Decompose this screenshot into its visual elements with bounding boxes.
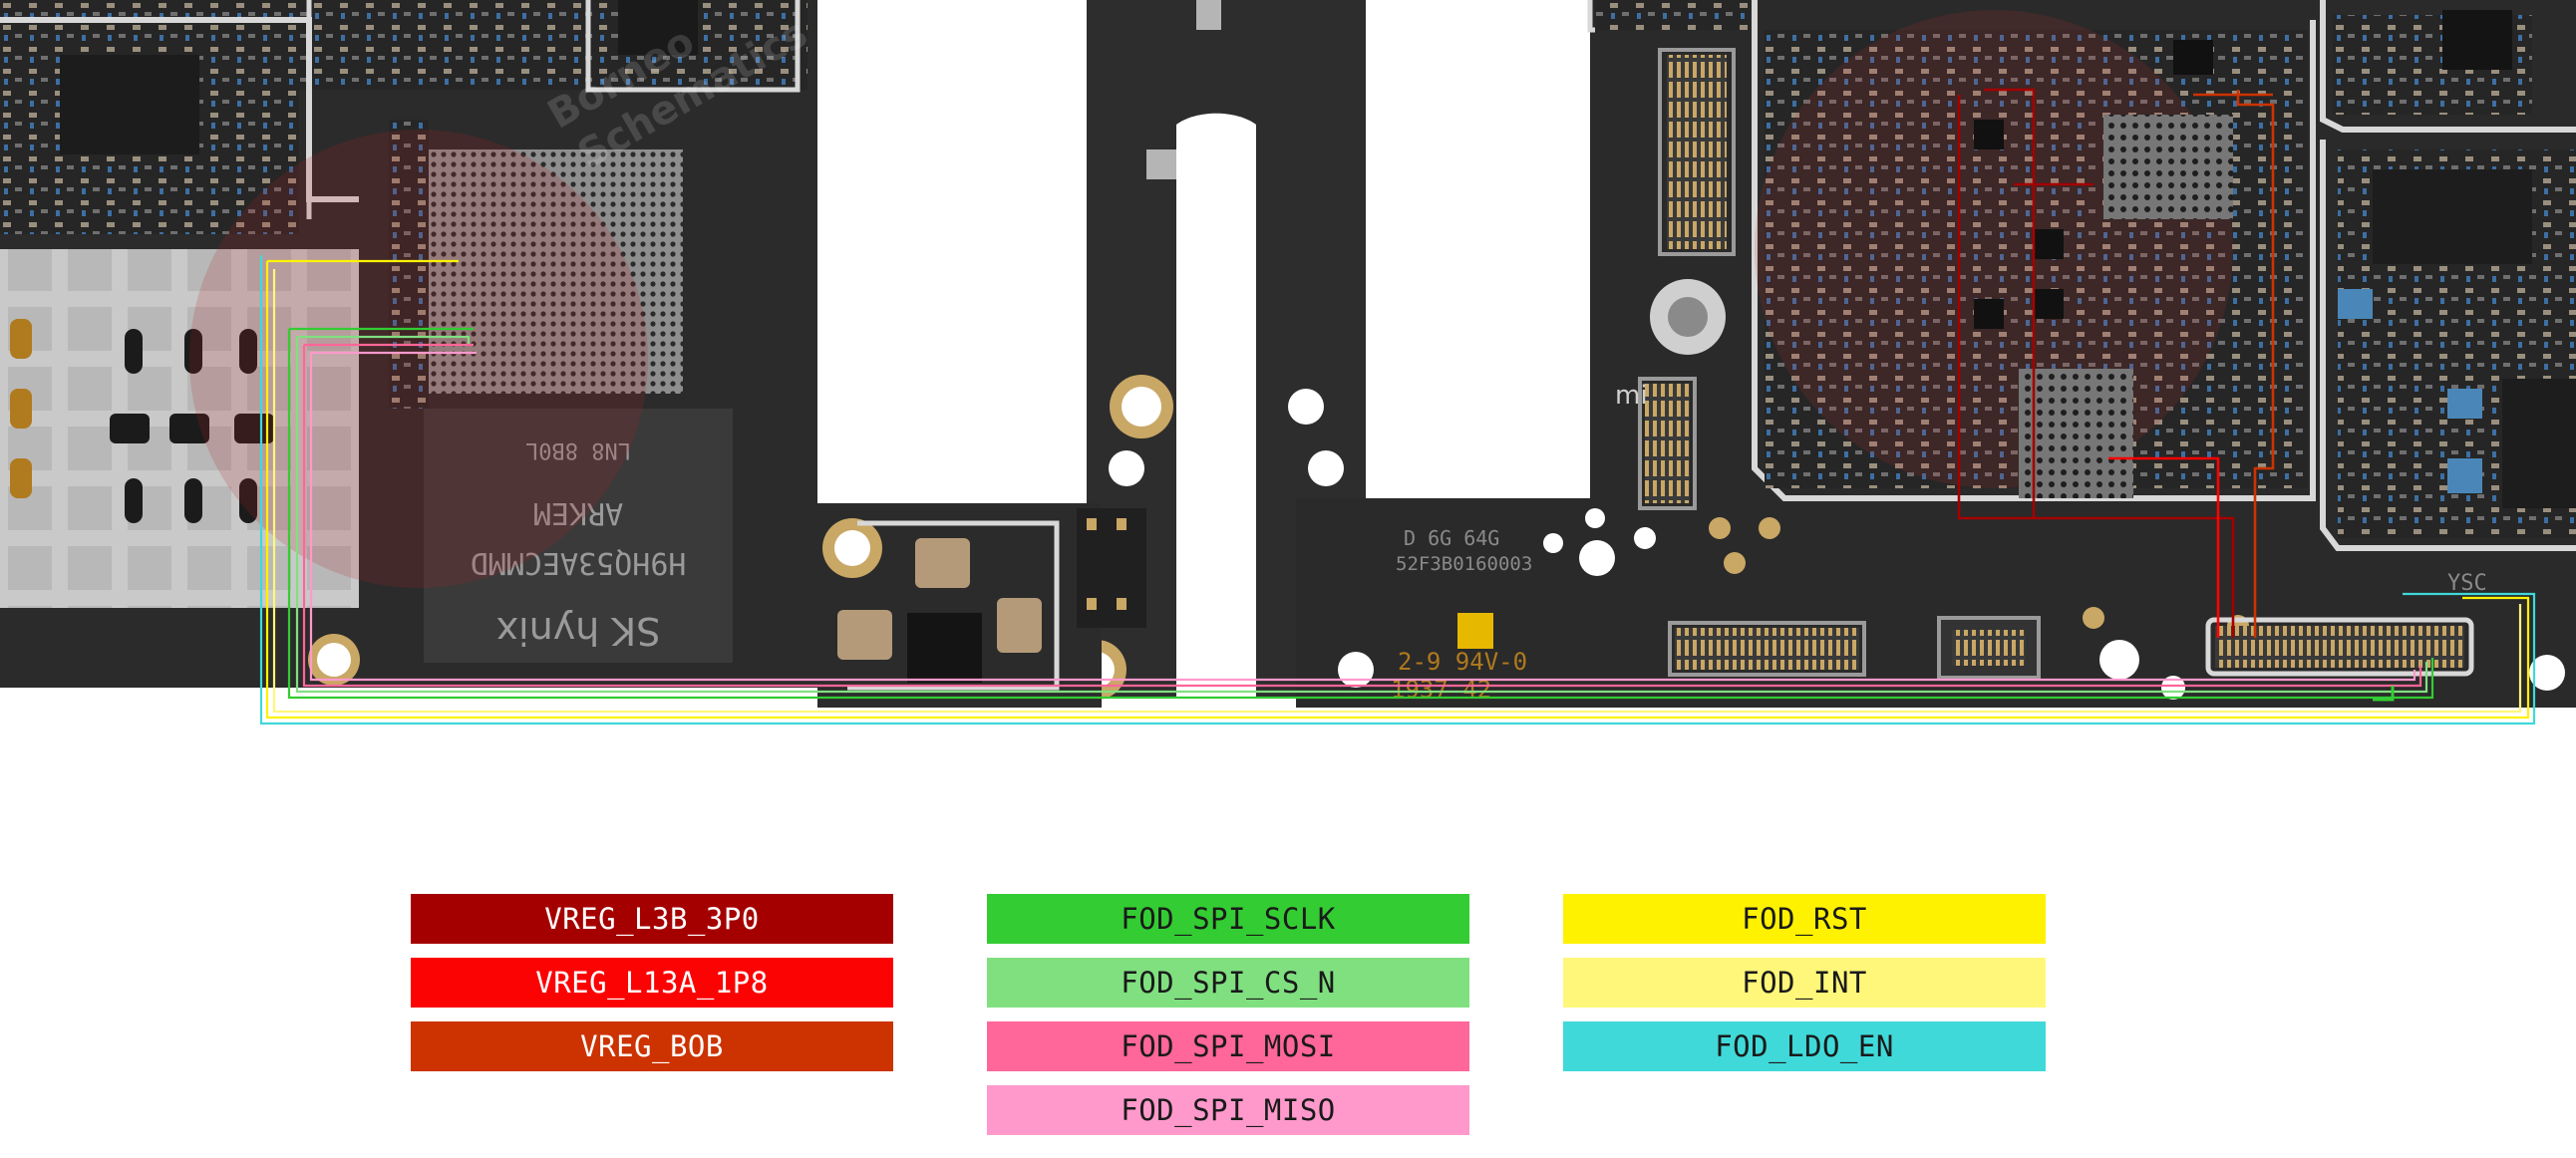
pcb-board-photo: LN8 8B0L ARKEM H9HQ53AECMMD SK hynix mi … xyxy=(0,0,2576,725)
mi-logo-text: mi xyxy=(1615,381,1648,411)
fod-connector xyxy=(2215,626,2464,668)
board-code-2: 52F3B0160003 xyxy=(1396,553,1532,575)
corner-code: YSC xyxy=(2447,571,2487,596)
legend-item-fod-ldo-en: FOD_LDO_EN xyxy=(1563,1021,2046,1071)
board-connector-vertical xyxy=(1667,55,1727,249)
power-traces xyxy=(1957,88,2275,638)
legend-item-vreg-bob: VREG_BOB xyxy=(411,1021,893,1071)
board-code-1: D 6G 64G xyxy=(1404,526,1499,550)
signal-traces xyxy=(259,255,2536,725)
board-connector-bottom-1 xyxy=(1675,628,1859,670)
legend-item-vreg-l3b-3p0: VREG_L3B_3P0 xyxy=(411,894,893,944)
memory-code-2: ARKEM xyxy=(533,495,623,530)
memory-code-1: H9HQ53AECMMD xyxy=(471,545,687,580)
legend-item-fod-spi-mosi: FOD_SPI_MOSI xyxy=(987,1021,1469,1071)
legend-item-fod-rst: FOD_RST xyxy=(1563,894,2046,944)
memory-brand: SK hynix xyxy=(496,609,661,653)
legend-item-fod-spi-cs-n: FOD_SPI_CS_N xyxy=(987,958,1469,1008)
pcb-board: LN8 8B0L ARKEM H9HQ53AECMMD SK hynix mi … xyxy=(0,0,2576,725)
memory-chip xyxy=(424,409,733,663)
memory-code-3: LN8 8B0L xyxy=(525,437,631,462)
legend-item-fod-int: FOD_INT xyxy=(1563,958,2046,1008)
legend-item-fod-spi-sclk: FOD_SPI_SCLK xyxy=(987,894,1469,944)
legend-item-fod-spi-miso: FOD_SPI_MISO xyxy=(987,1085,1469,1135)
board-code-3: 2-9 94V-0 xyxy=(1398,648,1527,676)
legend-item-vreg-l13a-1p8: VREG_L13A_1P8 xyxy=(411,958,893,1008)
